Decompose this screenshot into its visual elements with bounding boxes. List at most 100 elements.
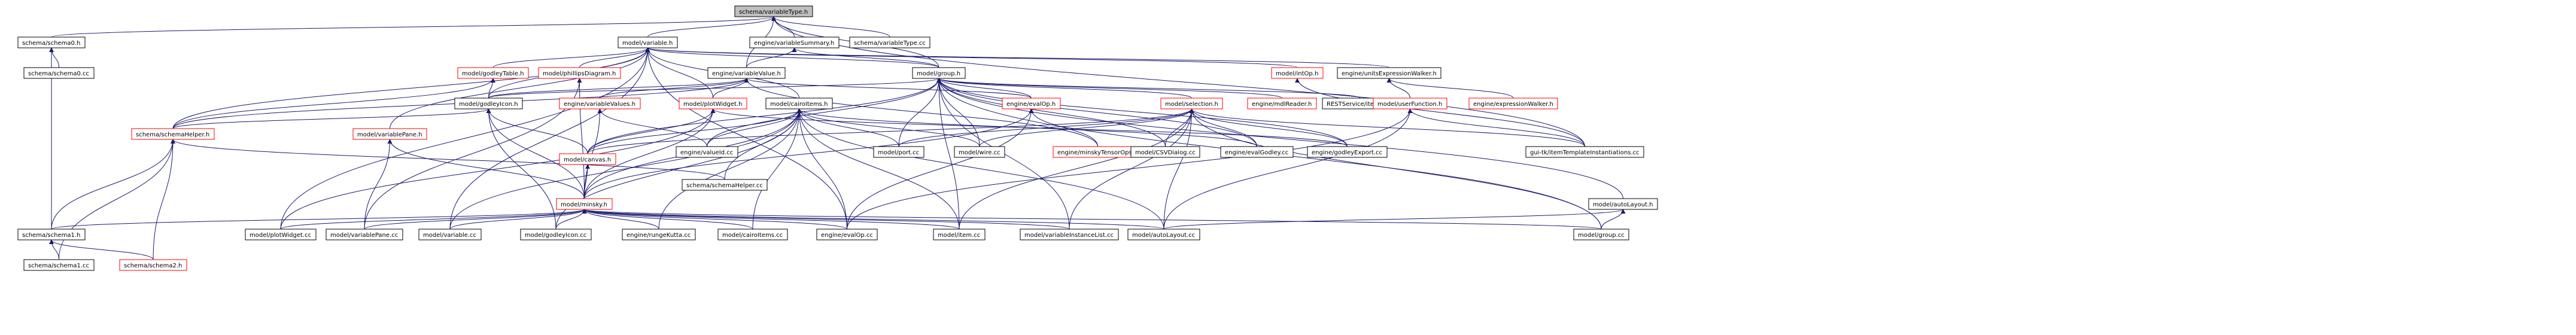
edge-104: [449, 209, 587, 230]
node-label: engine/variableSummary.h: [754, 40, 834, 47]
node-box: [682, 179, 768, 191]
edge-10: [492, 47, 650, 68]
node-model-variable-cc[interactable]: model/variable.cc: [418, 229, 482, 240]
node-engine-evalgodley-cc[interactable]: engine/evalGodley.cc: [1220, 146, 1294, 158]
node-label: schema/schema1.h: [22, 232, 80, 239]
node-box: [1525, 146, 1644, 158]
edge-106: [582, 209, 659, 230]
node-schema-schema0-cc[interactable]: schema/schema0.cc: [23, 67, 95, 79]
edge-3: [771, 16, 890, 38]
edge-19: [449, 47, 650, 230]
node-model-canvas-h[interactable]: model/canvas.h: [559, 153, 616, 165]
node-engine-godleyexport-cc[interactable]: engine/godleyExport.cc: [1307, 146, 1388, 158]
node-model-variable-h[interactable]: model/variable.h: [618, 36, 678, 48]
node-box: [245, 229, 317, 240]
node-model-wire-cc[interactable]: model/wire.cc: [954, 146, 1005, 158]
node-box: [912, 67, 966, 79]
edge-49: [587, 78, 941, 154]
node-engine-expressionwalker-h[interactable]: engine/expressionWalker.h: [1468, 98, 1558, 109]
node-label: schema/variableType.h: [739, 9, 808, 16]
node-schema-schema0-h[interactable]: schema/schema0.h: [17, 36, 86, 48]
node-box: [119, 259, 187, 271]
node-label: schema/schema2.h: [124, 263, 182, 269]
node-engine-variablevalues-h[interactable]: engine/variableValues.h: [559, 98, 641, 109]
node-model-autolayout-h[interactable]: model/autoLayout.h: [1588, 198, 1658, 210]
edge-46: [936, 78, 960, 230]
node-engine-unitsexpressionwalker-h[interactable]: engine/unitsExpressionWalker.h: [1337, 67, 1441, 79]
edge-51: [1386, 78, 1514, 99]
node-box: [23, 67, 95, 79]
node-box: [1271, 67, 1324, 79]
node-model-intop-h[interactable]: model/intOp.h: [1271, 67, 1324, 79]
node-model-group-cc[interactable]: model/group.cc: [1573, 229, 1629, 240]
edge-114: [1601, 209, 1626, 230]
node-label: model/cairoItems.h: [770, 101, 828, 108]
node-box: [454, 98, 523, 109]
node-gui-tk-itemtemplateinstantiations-cc[interactable]: gui-tk/itemTemplateInstantiations.cc: [1525, 146, 1644, 158]
node-engine-rungekutta-cc[interactable]: engine/rungeKutta.cc: [622, 229, 696, 240]
node-label: schema/schema0.h: [22, 40, 80, 47]
node-model-godleyicon-cc[interactable]: model/godleyIcon.cc: [520, 229, 592, 240]
node-box: [1160, 98, 1223, 109]
edge-99: [364, 139, 393, 230]
node-schema-schemahelper-h[interactable]: schema/schemaHelper.h: [131, 128, 215, 140]
node-schema-schema1-cc[interactable]: schema/schema1.cc: [23, 259, 95, 271]
node-label: schema/schemaHelper.h: [136, 132, 209, 138]
node-engine-evalop-cc[interactable]: engine/evalOp.cc: [816, 229, 878, 240]
edge-63: [587, 108, 802, 154]
node-label: model/godleyIcon.cc: [525, 232, 586, 239]
node-model-variablepane-h[interactable]: model/variablePane.h: [352, 128, 427, 140]
edge-27: [577, 78, 585, 199]
edge-91: [847, 108, 1413, 230]
node-model-userfunction-h[interactable]: model/userFunction.h: [1373, 98, 1447, 109]
edge-74: [555, 108, 802, 230]
node-box: [1573, 229, 1629, 240]
node-box: [622, 229, 696, 240]
node-engine-valueid-cc[interactable]: engine/valueId.cc: [676, 146, 738, 158]
node-schema-variabletype-h[interactable]: schema/variableType.h: [734, 5, 813, 17]
node-label: RESTService/itemRS.h: [1327, 101, 1393, 108]
node-model-cairoitems-h[interactable]: model/cairoItems.h: [765, 98, 833, 109]
node-label: schema/schema0.cc: [28, 71, 89, 77]
edge-13: [645, 47, 1298, 68]
node-model-csvdialog-cc[interactable]: model/CSVDialog.cc: [1130, 146, 1200, 158]
node-model-item-cc[interactable]: model/item.cc: [933, 229, 986, 240]
node-engine-variablevalue-h[interactable]: engine/variableValue.h: [707, 67, 786, 79]
node-model-variableinstancelist-cc[interactable]: model/variableInstanceList.cc: [1020, 229, 1119, 240]
node-model-plotwidget-cc[interactable]: model/plotWidget.cc: [245, 229, 317, 240]
node-label: schema/schema1.cc: [28, 263, 89, 269]
node-model-port-cc[interactable]: model/port.cc: [873, 146, 924, 158]
node-label: model/CSVDialog.cc: [1135, 150, 1196, 156]
node-label: engine/variableValue.h: [712, 71, 781, 77]
node-engine-evalop-h[interactable]: engine/evalOp.h: [1002, 98, 1061, 109]
node-label: model/variablePane.h: [357, 132, 422, 138]
node-model-group-h[interactable]: model/group.h: [912, 67, 966, 79]
node-model-autolayout-cc[interactable]: model/autoLayout.cc: [1127, 229, 1200, 240]
node-schema-schema1-h[interactable]: schema/schema1.h: [17, 229, 86, 240]
node-engine-mdlreader-h[interactable]: engine/mdlReader.h: [1247, 98, 1317, 109]
node-model-plotwidget-h[interactable]: model/plotWidget.h: [679, 98, 747, 109]
edge-37: [936, 78, 1361, 99]
node-label: schema/schemaHelper.cc: [686, 182, 763, 189]
node-schema-schemahelper-cc[interactable]: schema/schemaHelper.cc: [682, 179, 768, 191]
node-label: engine/expressionWalker.h: [1473, 101, 1553, 108]
node-engine-variablesummary-h[interactable]: engine/variableSummary.h: [749, 36, 840, 48]
node-schema-variabletype-cc[interactable]: schema/variableType.cc: [849, 36, 930, 48]
node-label: engine/minskyTensorOps.h: [1057, 150, 1138, 156]
node-model-phillipsdiagram-h[interactable]: model/phillipsDiagram.h: [538, 67, 621, 79]
node-model-variablepane-cc[interactable]: model/variablePane.cc: [326, 229, 403, 240]
node-label: model/phillipsDiagram.h: [543, 71, 616, 77]
node-model-minsky-h[interactable]: model/minsky.h: [556, 198, 613, 210]
node-box: [1307, 146, 1388, 158]
node-engine-minskytensorops-h[interactable]: engine/minskyTensorOps.h: [1053, 146, 1143, 158]
node-model-godleyicon-h[interactable]: model/godleyIcon.h: [454, 98, 523, 109]
node-schema-schema2-h[interactable]: schema/schema2.h: [119, 259, 187, 271]
node-model-cairoitems-cc[interactable]: model/cairoItems.cc: [717, 229, 788, 240]
node-box: [556, 198, 613, 210]
node-label: model/variable.cc: [423, 232, 476, 239]
edge-76: [796, 108, 1257, 147]
node-label: model/autoLayout.cc: [1132, 232, 1195, 239]
node-model-selection-h[interactable]: model/selection.h: [1160, 98, 1223, 109]
node-model-godleytable-h[interactable]: model/godleyTable.h: [457, 67, 529, 79]
